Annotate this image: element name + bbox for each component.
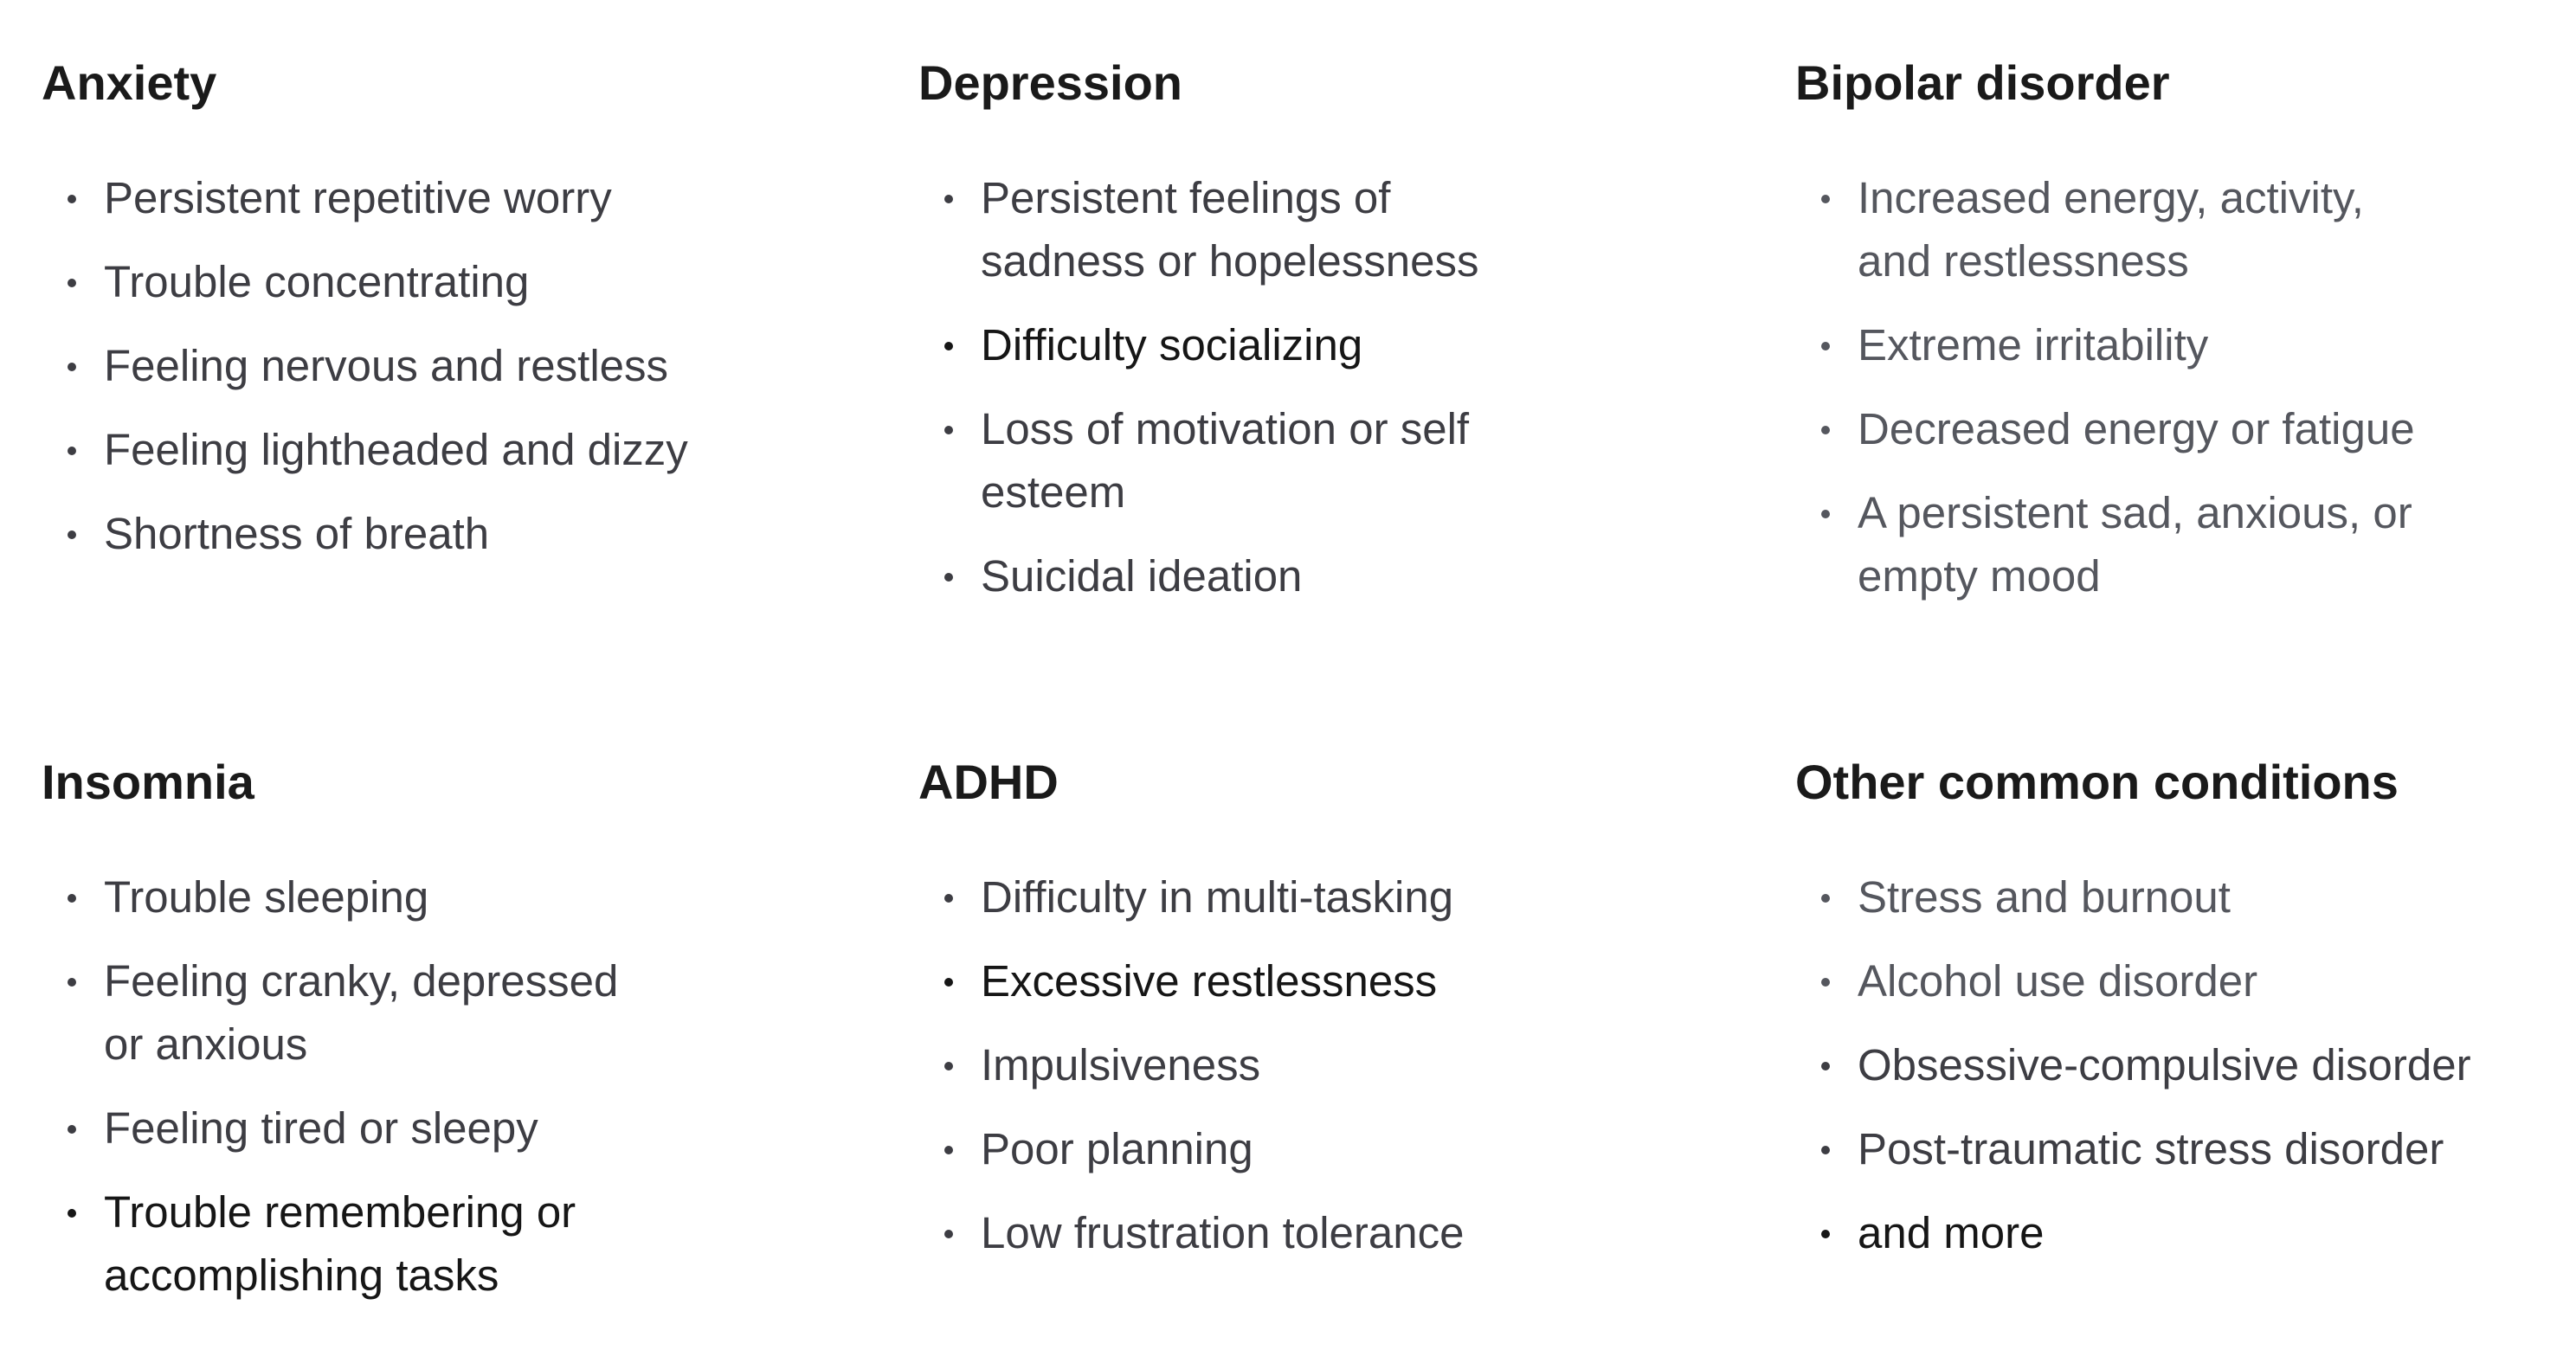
list-item: Decreased energy or fatigue [1795,397,2576,460]
list-item: Excessive restlessness [918,949,1749,1012]
list-item: Persistent feelings of sadness or hopeles… [918,166,1749,292]
list-item: Feeling nervous and restless [42,334,873,397]
section-heading: Anxiety [42,55,217,110]
list-item-line: A persistent sad, anxious, or [1858,488,2412,537]
list-item: Increased energy, activity, and restlessn… [1795,166,2576,292]
list-item: Poor planning [918,1117,1749,1180]
list-item-text: Feeling tired or sleepy [104,1103,538,1153]
section-heading: Insomnia [42,755,254,809]
list-item: Trouble concentrating [42,250,873,313]
list-item-line: Persistent feelings of [981,173,1391,222]
list-item-text: Trouble sleeping [104,872,429,922]
list-item-text: Impulsiveness [981,1040,1261,1090]
list-item: Trouble remembering or accomplishing task… [42,1180,873,1307]
list-item-text: Suicidal ideation [981,551,1303,601]
list-item: Post-traumatic stress disorder [1795,1117,2576,1180]
symptom-list: Persistent feelings of sadness or hopeles… [918,166,1749,608]
list-item: Low frustration tolerance [918,1201,1749,1264]
list-item: A persistent sad, anxious, or empty mood [1795,481,2576,608]
section-heading: Other common conditions [1795,755,2399,809]
list-item: Suicidal ideation [918,544,1749,608]
list-item-line: empty mood [1858,551,2101,601]
symptom-list: Increased energy, activity, and restlessn… [1795,166,2576,608]
list-item-line: or anxious [104,1019,308,1069]
list-item-text: Post-traumatic stress disorder [1858,1124,2444,1173]
list-item-line: accomplishing tasks [104,1250,499,1300]
list-item-text: Excessive restlessness [981,956,1438,1006]
list-item: Extreme irritability [1795,313,2576,376]
list-item-line: Trouble remembering or [104,1187,576,1237]
list-item: Stress and burnout [1795,865,2576,929]
list-item: Loss of motivation or self esteem [918,397,1749,524]
list-item-text: Trouble concentrating [104,257,530,306]
list-item-text: Persistent repetitive worry [104,173,612,222]
list-item-text: Decreased energy or fatigue [1858,404,2415,453]
list-item-text: Difficulty socializing [981,320,1363,370]
symptom-list: Difficulty in multi-tasking Excessive re… [918,865,1749,1264]
list-item-text: Stress and burnout [1858,872,2231,922]
list-item-text: Poor planning [981,1124,1253,1173]
list-item: Alcohol use disorder [1795,949,2576,1012]
list-item-line: Loss of motivation or self [981,404,1470,453]
list-item: Impulsiveness [918,1033,1749,1096]
list-item-text: Shortness of breath [104,509,490,558]
list-item-line: sadness or hopelessness [981,236,1479,286]
list-item-text: Alcohol use disorder [1858,956,2258,1006]
list-item-line: and restlessness [1858,236,2189,286]
list-item: and more [1795,1201,2576,1264]
list-item: Trouble sleeping [42,865,873,929]
section-depression: Depression Persistent feelings of sadness… [918,50,1749,628]
list-item-line: Feeling cranky, depressed [104,956,619,1006]
section-heading: Bipolar disorder [1795,55,2170,110]
list-item-text: and more [1858,1208,2045,1257]
list-item: Difficulty in multi-tasking [918,865,1749,929]
list-item-text: Low frustration tolerance [981,1208,1465,1257]
section-bipolar-disorder: Bipolar disorder Increased energy, activ… [1795,50,2576,628]
list-item-text: Difficulty in multi-tasking [981,872,1454,922]
section-adhd: ADHD Difficulty in multi-tasking Excessi… [918,749,1749,1285]
list-item-text: Feeling lightheaded and dizzy [104,425,688,474]
section-heading: ADHD [918,755,1059,809]
list-item: Obsessive-compulsive disorder [1795,1033,2576,1096]
symptom-list: Persistent repetitive worry Trouble conc… [42,166,873,565]
section-insomnia: Insomnia Trouble sleeping Feeling cranky… [42,749,873,1328]
list-item-text: Extreme irritability [1858,320,2209,370]
list-item: Persistent repetitive worry [42,166,873,229]
list-item: Feeling cranky, depressed or anxious [42,949,873,1076]
list-item: Difficulty socializing [918,313,1749,376]
section-heading: Depression [918,55,1182,110]
list-item-line: esteem [981,467,1126,517]
section-other-common-conditions: Other common conditions Stress and burno… [1795,749,2576,1285]
symptom-list: Trouble sleeping Feeling cranky, depress… [42,865,873,1307]
list-item: Feeling lightheaded and dizzy [42,418,873,481]
symptom-list: Stress and burnout Alcohol use disorder … [1795,865,2576,1264]
list-item-line: Increased energy, activity, [1858,173,2364,222]
list-item: Shortness of breath [42,502,873,565]
section-anxiety: Anxiety Persistent repetitive worry Trou… [42,50,873,586]
list-item: Feeling tired or sleepy [42,1096,873,1160]
list-item-text: Obsessive-compulsive disorder [1858,1040,2471,1090]
list-item-text: Feeling nervous and restless [104,341,669,390]
